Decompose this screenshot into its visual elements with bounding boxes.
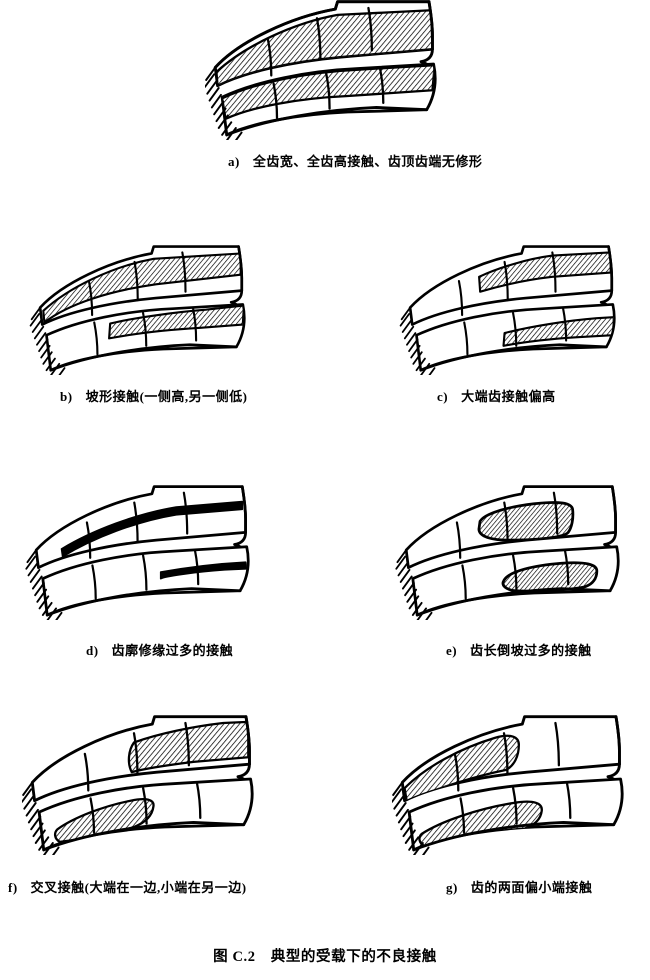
section-hatch-marks-a [205, 66, 243, 140]
tooth-division-lines-g-lower [459, 781, 572, 834]
gear-contact-drawing-a [205, 0, 437, 140]
tooth-division-lines-g-upper [453, 721, 560, 792]
figure-title: 图 C.2 典型的受载下的不良接触 [0, 945, 650, 966]
panel-label-f: f) [8, 880, 18, 895]
diagram-panel-a [205, 0, 445, 140]
lower-flank-band-b [45, 303, 246, 372]
lower-flank-band-c [415, 303, 616, 372]
caption-text-c: 大端齿接触偏高 [461, 389, 556, 404]
tooth-division-lines-e-upper [455, 491, 559, 559]
tooth-division-lines-a-lower [272, 66, 385, 119]
panel-label-g: g) [446, 880, 458, 895]
contact-patch-c-lower [502, 316, 614, 347]
diagram-panel-e [392, 485, 632, 620]
tooth-division-lines-d-upper [85, 491, 189, 559]
section-hatch-marks-g [392, 781, 430, 855]
gear-contact-drawing-d [25, 485, 250, 620]
lower-flank-band-e [411, 545, 620, 617]
upper-flank-band-a [213, 0, 434, 88]
caption-text-f: 交叉接触(大端在一边,小端在另一边) [30, 880, 247, 895]
panel-label-b: b) [60, 389, 73, 404]
caption-text-d: 齿廓修缘过多的接触 [111, 643, 234, 658]
tooth-division-lines-b-lower [93, 306, 198, 356]
figure-title-text: 图 C.2 典型的受载下的不良接触 [213, 949, 437, 965]
tooth-division-lines-b-upper [87, 251, 187, 317]
tooth-division-lines-d-lower [91, 548, 200, 600]
tooth-division-lines-c-upper [457, 251, 557, 317]
panel-label-a: a) [228, 154, 240, 169]
gear-contact-drawing-e [395, 485, 620, 620]
diagram-panel-b [22, 245, 262, 375]
upper-flank-band-d [34, 485, 247, 570]
section-hatch-marks-f [22, 781, 60, 855]
contact-patch-d-upper [60, 500, 244, 558]
diagram-panel-d [22, 485, 262, 620]
caption-e: e) 齿长倒坡过多的接触 [446, 640, 592, 659]
caption-text-g: 齿的两面偏小端接触 [470, 880, 593, 895]
panel-label-d: d) [86, 643, 99, 658]
tooth-division-lines-e-lower [461, 548, 570, 600]
section-hatch-marks-b [29, 306, 66, 375]
section-hatch-marks-c [399, 306, 436, 375]
tooth-division-lines-f-upper [83, 721, 190, 792]
upper-flank-band-e [404, 485, 617, 570]
section-hatch-marks-d [25, 549, 63, 620]
gear-contact-drawing-c [399, 245, 616, 375]
tooth-division-lines-a-upper [266, 6, 374, 77]
caption-text-b: 坡形接触(一侧高,另一侧低) [85, 389, 248, 404]
upper-flank-band-g [400, 715, 621, 803]
lower-flank-band-g [407, 777, 624, 852]
tooth-division-lines-c-lower [463, 306, 568, 356]
gear-contact-drawing-g [392, 715, 624, 855]
upper-flank-band-c [408, 245, 614, 326]
upper-flank-band-b [38, 245, 244, 326]
tooth-division-lines-f-lower [89, 781, 202, 834]
contact-patch-e-lower [501, 561, 599, 593]
caption-a: a) 全齿宽、全齿高接触、齿顶齿端无修形 [228, 151, 482, 170]
section-hatch-marks-e [395, 549, 433, 620]
lower-flank-band-d [41, 545, 250, 617]
caption-c: c) 大端齿接触偏高 [437, 386, 556, 405]
lower-flank-band-f [37, 777, 254, 852]
caption-f: f) 交叉接触(大端在一边,小端在另一边) [8, 877, 247, 896]
gear-contact-drawing-f [22, 715, 254, 855]
diagram-panel-g [392, 715, 632, 855]
caption-text-e: 齿长倒坡过多的接触 [470, 643, 592, 658]
diagram-panel-f [22, 715, 262, 855]
panel-label-c: c) [437, 389, 449, 404]
lower-flank-band-a [220, 62, 437, 137]
diagram-panel-c [392, 245, 632, 375]
gear-contact-drawing-b [29, 245, 246, 375]
caption-b: b) 坡形接触(一侧高,另一侧低) [60, 386, 247, 405]
caption-g: g) 齿的两面偏小端接触 [446, 877, 592, 896]
contact-patch-e-upper [477, 501, 575, 542]
caption-text-a: 全齿宽、全齿高接触、齿顶齿端无修形 [252, 154, 483, 169]
caption-d: d) 齿廓修缘过多的接触 [86, 640, 233, 659]
upper-flank-band-f [30, 715, 251, 803]
panel-label-e: e) [446, 643, 458, 658]
